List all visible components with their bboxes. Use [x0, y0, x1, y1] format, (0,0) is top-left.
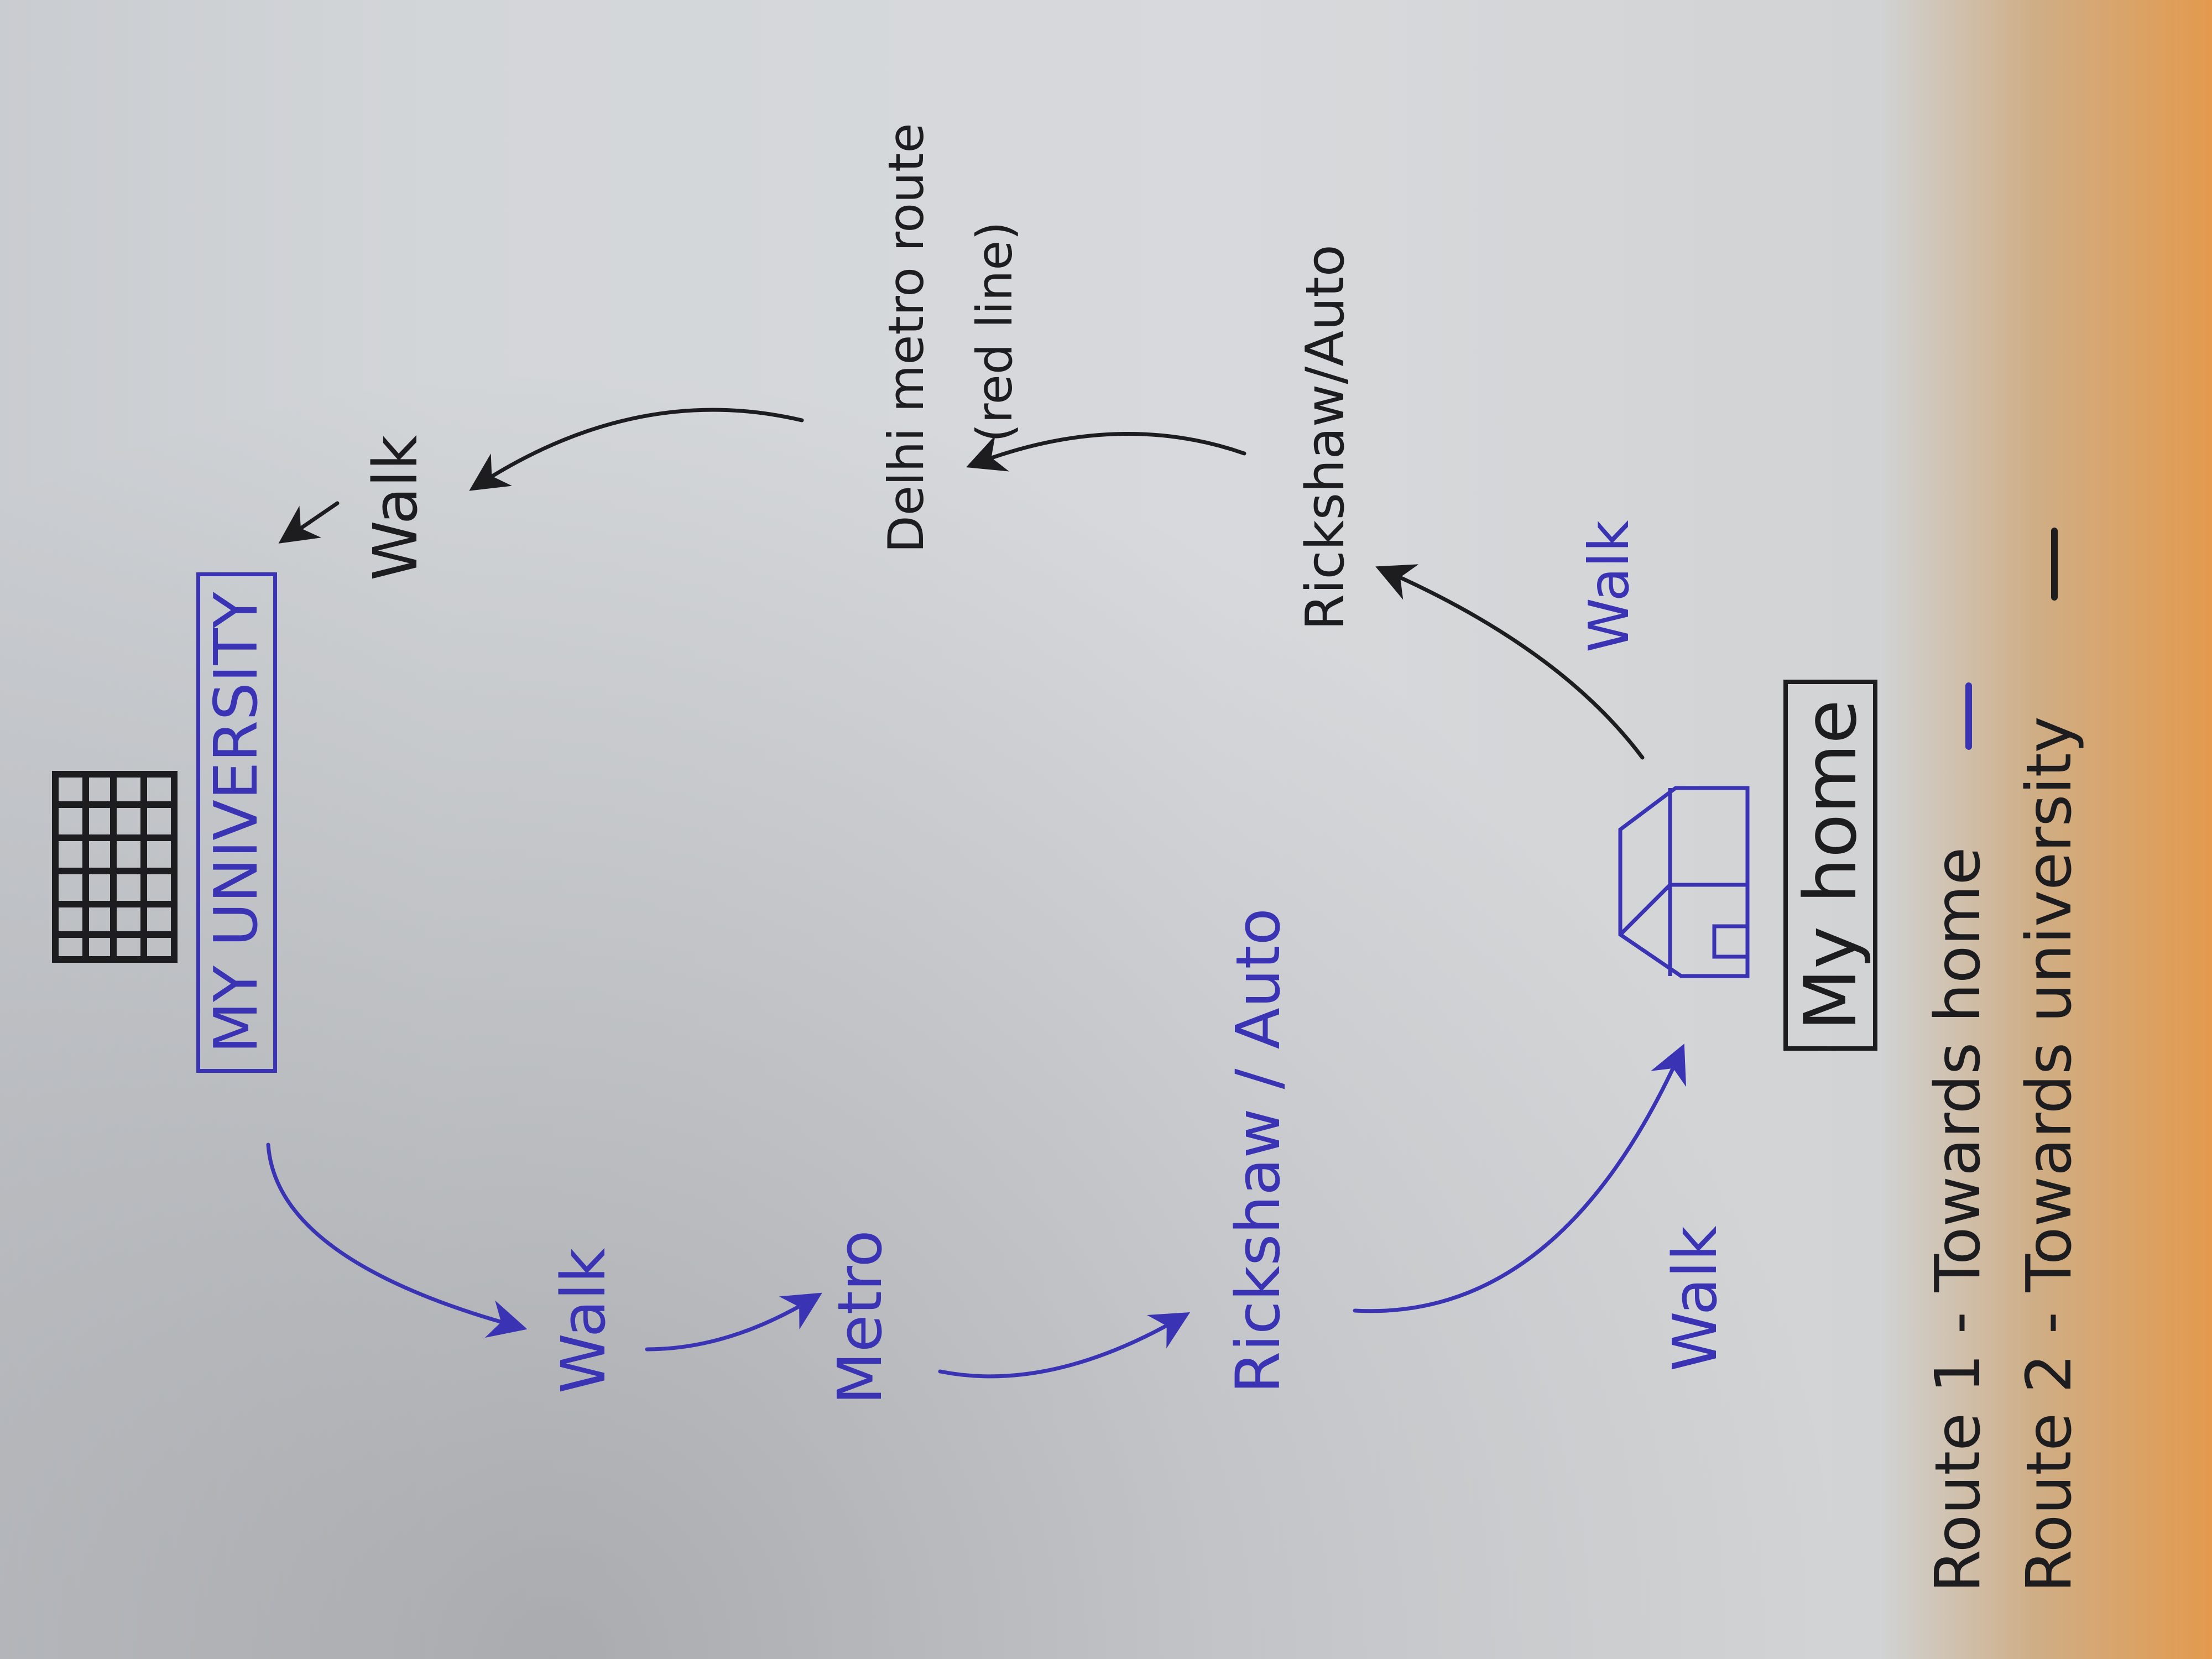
route2-metro-label: Delhi metro route: [878, 123, 935, 553]
route1-metro-label: Metro: [825, 1230, 895, 1405]
arrow-rickshaw-to-home: [1353, 1044, 1686, 1313]
route2-walk-2-label: Walk: [360, 435, 431, 581]
university-label: MY UNIVERSITY: [196, 572, 277, 1073]
university-building-icon: [52, 771, 178, 963]
arrow-metro-to-rickshaw: [938, 1312, 1191, 1379]
route2-metro-note-label: (red line): [966, 221, 1023, 442]
route1-rickshaw-label: Rickshaw / Auto: [1223, 908, 1293, 1394]
legend-route1-text: Route 1 - Towards home: [1922, 847, 1994, 1593]
arrow-rickshaw-to-metro: [966, 431, 1246, 472]
arrow-metro-to-walk: [469, 408, 804, 491]
route2-rickshaw-label: Rickshaw/Auto: [1295, 244, 1356, 630]
arrow-home-to-rickshaw: [1375, 564, 1645, 760]
route1-walk-1-label: Walk: [548, 1248, 619, 1394]
legend-route2-text: Route 2 - Towards university: [2013, 716, 2085, 1593]
arrow-university-to-walk: [266, 1142, 528, 1338]
route2-walk-1-label: Walk: [1577, 520, 1641, 653]
home-label: My home: [1783, 680, 1877, 1051]
arrow-walk-to-metro: [645, 1292, 822, 1352]
route2-arrows: [278, 408, 1645, 760]
route1-walk-2-label: Walk: [1660, 1225, 1730, 1371]
home-house-icon: [1618, 786, 1750, 978]
arrow-walk-to-university: [278, 501, 340, 544]
route1-arrows: [266, 1044, 1686, 1379]
